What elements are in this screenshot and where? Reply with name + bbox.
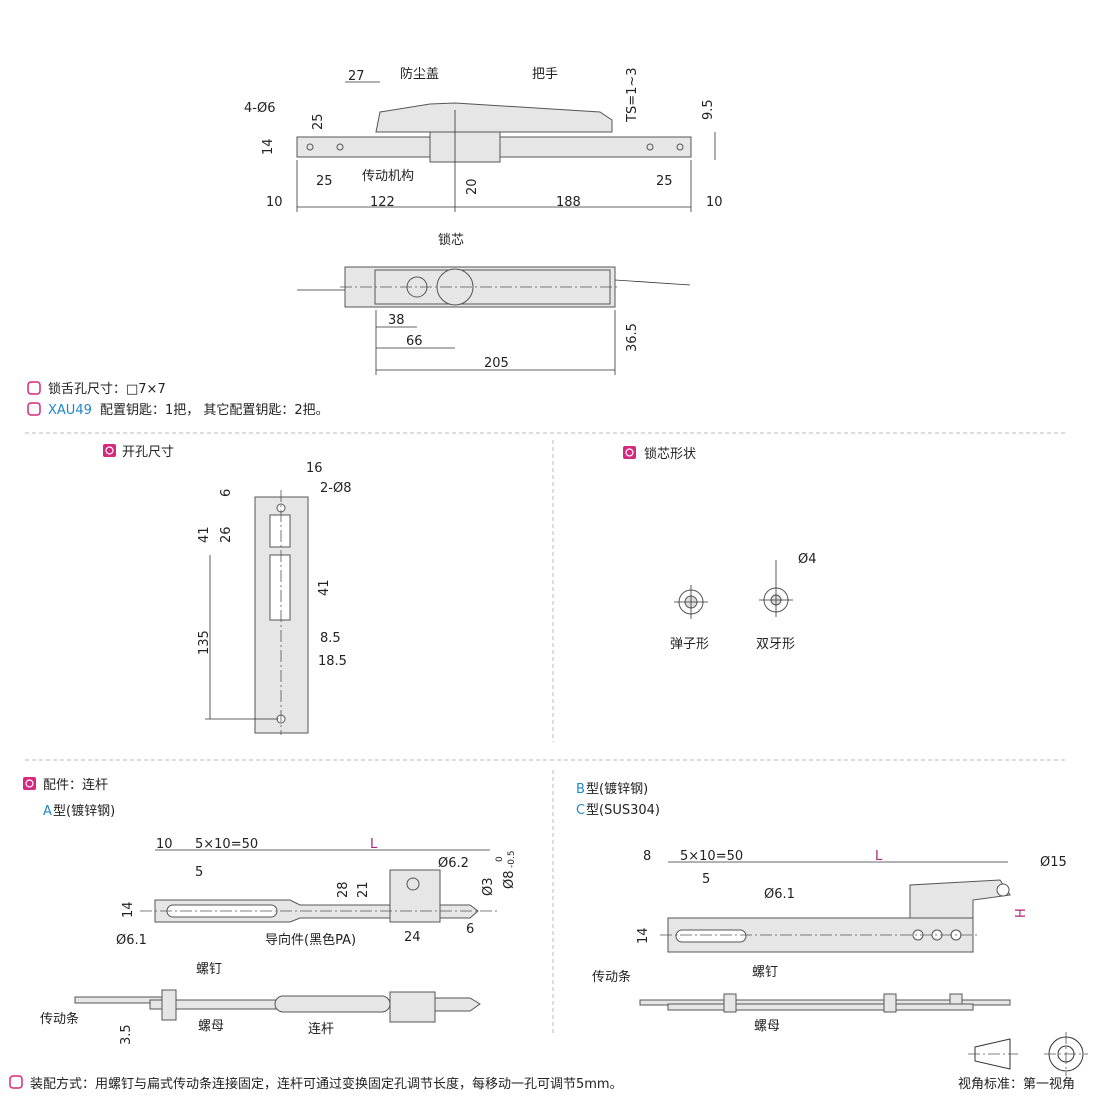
dim-25-left: 25: [316, 174, 333, 189]
dim-5: 5: [702, 872, 710, 887]
dim-d6-2: Ø6.2: [438, 856, 469, 871]
dim-10: 10: [156, 837, 173, 852]
dim-8: 8: [643, 849, 651, 864]
dim-9-5: 9.5: [701, 99, 716, 120]
dim-41-a: 41: [197, 526, 212, 543]
label-screw: 螺钉: [752, 965, 778, 980]
dim-135: 135: [197, 630, 212, 655]
dim-10-left: 10: [266, 195, 283, 210]
dim-d4: Ø4: [798, 552, 817, 567]
dim-d3: Ø3: [481, 877, 496, 896]
label-2-holes: 2-Ø8: [320, 481, 351, 496]
dim-21: 21: [356, 881, 371, 898]
dim-25-v: 25: [311, 113, 326, 130]
dim-d8-tol-upper: 0: [495, 856, 505, 862]
dim-d6-1: Ø6.1: [764, 887, 795, 902]
label-nut: 螺母: [754, 1019, 780, 1034]
rod-b-drawing: [639, 861, 1011, 1013]
dim-L: L: [370, 837, 378, 852]
cutout-drawing: [205, 490, 309, 735]
dim-d8-tol-lower: -0.5: [507, 850, 517, 868]
dim-38: 38: [388, 313, 405, 328]
dim-25-right: 25: [656, 174, 673, 189]
label-screw: 螺钉: [196, 962, 222, 977]
pin-core-icon: [674, 585, 708, 619]
dim-8-5: 8.5: [320, 631, 341, 646]
label-double-type: 双牙形: [756, 637, 795, 652]
dim-L: L: [875, 849, 883, 864]
label-pin-type: 弹子形: [670, 637, 709, 652]
note-keys: 配置钥匙：1把， 其它配置钥匙：2把。: [100, 402, 329, 418]
dim-41-b: 41: [317, 579, 332, 596]
dim-28: 28: [336, 881, 351, 898]
dim-d6-1: Ø6.1: [116, 933, 147, 948]
dim-16: 16: [306, 461, 323, 476]
dim-6: 6: [466, 922, 474, 937]
warning-icon: [27, 381, 41, 395]
section-bullet-icon: [103, 444, 116, 457]
type-c-letter: C: [576, 803, 585, 818]
type-b-letter: B: [576, 782, 585, 797]
dim-d15: Ø15: [1040, 855, 1067, 870]
dim-27: 27: [348, 69, 365, 84]
type-c-material: 型(SUS304): [586, 803, 660, 818]
label-dust-cover: 防尘盖: [400, 66, 439, 82]
dim-14: 14: [261, 138, 276, 155]
label-holes: 4-Ø6: [244, 101, 275, 116]
dim-5x10: 5×10=50: [195, 837, 258, 852]
assembly-note: 装配方式：用螺钉与扁式传动条连接固定，连杆可通过变换固定孔调节长度，每移动一孔可…: [30, 1076, 623, 1092]
double-core-icon: [759, 560, 793, 617]
label-handle: 把手: [532, 67, 558, 82]
view-standard: 视角标准：第一视角: [958, 1077, 1075, 1092]
cutout-title: 开孔尺寸: [122, 445, 174, 460]
section-bullet-icon: [23, 777, 36, 790]
dim-26: 26: [219, 526, 234, 543]
dim-3-5: 3.5: [119, 1024, 134, 1045]
dim-66: 66: [406, 334, 423, 349]
dim-20: 20: [465, 178, 480, 195]
first-angle-projection-icon: [968, 1032, 1088, 1076]
label-strip: 传动条: [40, 1011, 79, 1027]
dim-14: 14: [636, 927, 651, 944]
section-bullet-icon: [623, 446, 636, 459]
warning-icon: [27, 402, 41, 416]
dim-5x10: 5×10=50: [680, 849, 743, 864]
dim-10-right: 10: [706, 195, 723, 210]
note-model: XAU49: [48, 403, 92, 418]
type-a-letter: A: [43, 804, 52, 819]
dim-188: 188: [556, 195, 581, 210]
label-strip: 传动条: [592, 969, 631, 985]
label-guide: 导向件(黑色PA): [265, 932, 356, 948]
rod-title: 配件：连杆: [43, 777, 108, 793]
label-nut: 螺母: [198, 1019, 224, 1034]
side-view-drawing: [296, 81, 716, 212]
rod-a-drawing: [74, 849, 500, 1023]
dim-ts: TS=1~3: [625, 67, 640, 123]
label-rod: 连杆: [308, 1021, 334, 1037]
type-a-material: 型(镀锌钢): [53, 803, 115, 819]
dim-6: 6: [219, 489, 234, 497]
core-shape-title: 锁芯形状: [644, 446, 696, 462]
dim-d8: Ø8: [502, 870, 517, 889]
dim-H: H: [1014, 908, 1029, 918]
note-latch-hole: 锁舌孔尺寸：□7×7: [48, 381, 166, 397]
label-mechanism: 传动机构: [362, 169, 414, 184]
plan-view-drawing: [297, 266, 691, 375]
dim-205: 205: [484, 356, 509, 371]
dim-18-5: 18.5: [318, 654, 347, 669]
label-lock-core: 锁芯: [438, 232, 464, 248]
type-b-material: 型(镀锌钢): [586, 781, 648, 797]
dim-36-5: 36.5: [625, 323, 640, 352]
dim-24: 24: [404, 930, 421, 945]
dim-14: 14: [121, 901, 136, 918]
dim-122: 122: [370, 195, 395, 210]
dim-5: 5: [195, 865, 203, 880]
warning-icon: [9, 1075, 23, 1089]
